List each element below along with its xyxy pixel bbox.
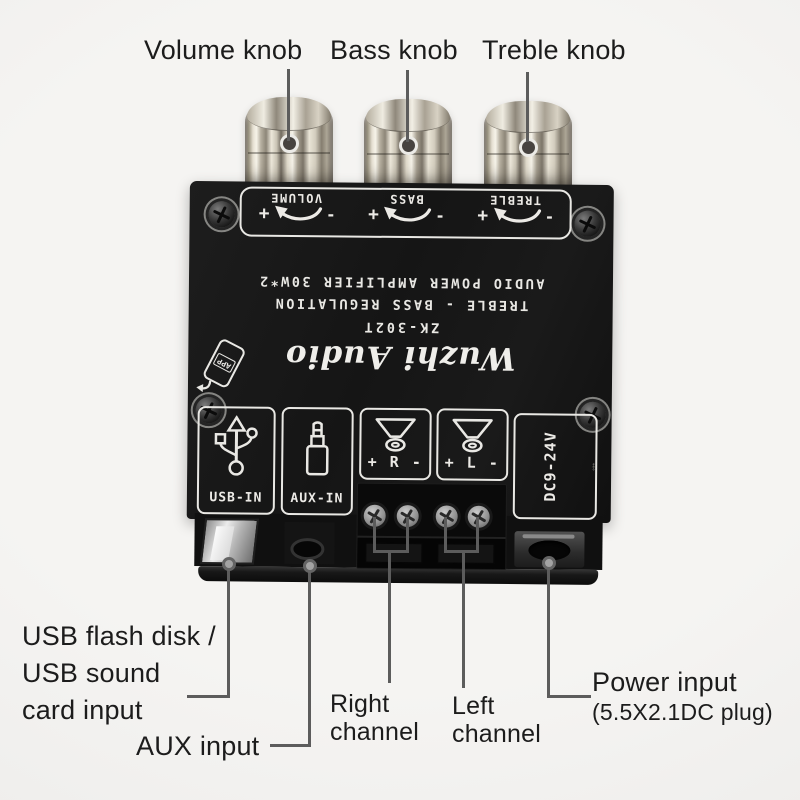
usb-in-label: USB-IN <box>209 490 263 506</box>
speaker-terminal-block <box>356 482 508 571</box>
usb-callout-line: USB flash disk / <box>22 621 216 651</box>
bass-leader-line <box>406 70 409 142</box>
aux-in-label: AUX-IN <box>290 490 344 507</box>
power-callout-title: Power input <box>592 667 737 697</box>
plus-symbol: + <box>258 203 270 225</box>
usb-callout: USB flash disk / USB sound card input <box>22 618 216 729</box>
right-channel-callout-line: channel <box>330 718 419 746</box>
usb-leader-dot <box>222 557 236 571</box>
aux-jack <box>284 521 335 565</box>
usb-in-silkscreen-box: USB-IN <box>196 406 276 515</box>
volume-leader-line <box>287 69 290 141</box>
rotation-arrow-icon <box>493 207 541 223</box>
right-channel-silkscreen-box: + R - <box>359 407 432 481</box>
left-channel-callout: Left channel <box>452 692 541 748</box>
left-channel-label: + L - <box>444 453 500 472</box>
rotation-arrow-icon <box>384 206 432 222</box>
left-channel-silkscreen-box: + L - <box>436 408 509 482</box>
treble-silkscreen-text: TREBLE <box>488 192 542 208</box>
bass-knob-label: Bass knob <box>330 35 458 65</box>
usb-callout-line: USB sound <box>22 658 161 688</box>
power-callout: Power input (5.5X2.1DC plug) <box>592 666 773 726</box>
amplifier-board: VOLUME + - BASS + <box>186 180 614 585</box>
knob-silkscreen-panel: VOLUME + - BASS + <box>239 186 572 240</box>
power-callout-subtitle: (5.5X2.1DC plug) <box>592 699 773 725</box>
brand-logo-text: Wuzhi Audio <box>284 337 516 377</box>
left-channel-callout-line: Left <box>452 692 495 720</box>
minus-symbol: - <box>327 204 335 226</box>
volume-knob-label: Volume knob <box>144 35 303 65</box>
dc-voltage-label: DC9-24V <box>540 431 560 502</box>
left-channel-leader-line <box>444 517 447 553</box>
left-channel-leader-line <box>476 517 479 553</box>
aux-leader-dot <box>303 559 317 573</box>
right-channel-leader-line <box>373 550 409 553</box>
minus-symbol: - <box>436 205 444 227</box>
aux-callout: AUX input <box>136 731 260 761</box>
volume-silkscreen-text: VOLUME <box>270 190 323 206</box>
aux-leader-line <box>270 744 311 747</box>
left-channel-leader-line <box>462 552 465 688</box>
plus-symbol: + <box>367 204 380 226</box>
left-channel-callout-line: channel <box>452 720 541 748</box>
dc-power-silkscreen-box: DC9-24V <box>512 413 598 520</box>
left-channel-leader-line <box>444 550 479 553</box>
usb-callout-line: card input <box>22 695 143 725</box>
rotation-arrow-icon <box>275 205 323 221</box>
dc-polarity-icon <box>592 463 595 471</box>
right-channel-leader-line <box>373 517 376 553</box>
volume-silkscreen-section: VOLUME + - <box>241 188 351 235</box>
screw-top-left <box>208 201 235 228</box>
speaker-icon-left <box>452 418 493 453</box>
screw-top-right <box>574 210 601 237</box>
aux-jack-icon <box>305 421 329 476</box>
bass-silkscreen-section: BASS + - <box>351 190 461 237</box>
right-channel-callout-line: Right <box>330 690 390 718</box>
treble-leader-line <box>526 72 529 142</box>
aux-leader-line <box>308 562 311 746</box>
power-leader-dot <box>542 556 556 570</box>
right-channel-label: + R - <box>367 452 423 472</box>
right-channel-leader-line <box>388 552 391 683</box>
plus-symbol: + <box>477 205 489 227</box>
usb-leader-line <box>187 695 230 698</box>
minus-symbol: - <box>546 206 553 228</box>
app-arrow-icon <box>196 380 212 393</box>
treble-knob-label: Treble knob <box>482 35 626 65</box>
app-badge-text: APP <box>212 352 237 374</box>
usb-icon <box>214 415 258 476</box>
aux-in-silkscreen-box: AUX-IN <box>280 406 354 516</box>
power-leader-line <box>547 695 591 698</box>
right-channel-callout: Right channel <box>330 690 419 746</box>
usb-leader-line <box>227 560 230 697</box>
bass-silkscreen-text: BASS <box>388 191 424 207</box>
treble-silkscreen-section: TREBLE + - <box>460 191 570 238</box>
right-channel-leader-line <box>406 517 409 553</box>
power-leader-line <box>547 559 550 698</box>
speaker-icon-right <box>375 418 416 452</box>
